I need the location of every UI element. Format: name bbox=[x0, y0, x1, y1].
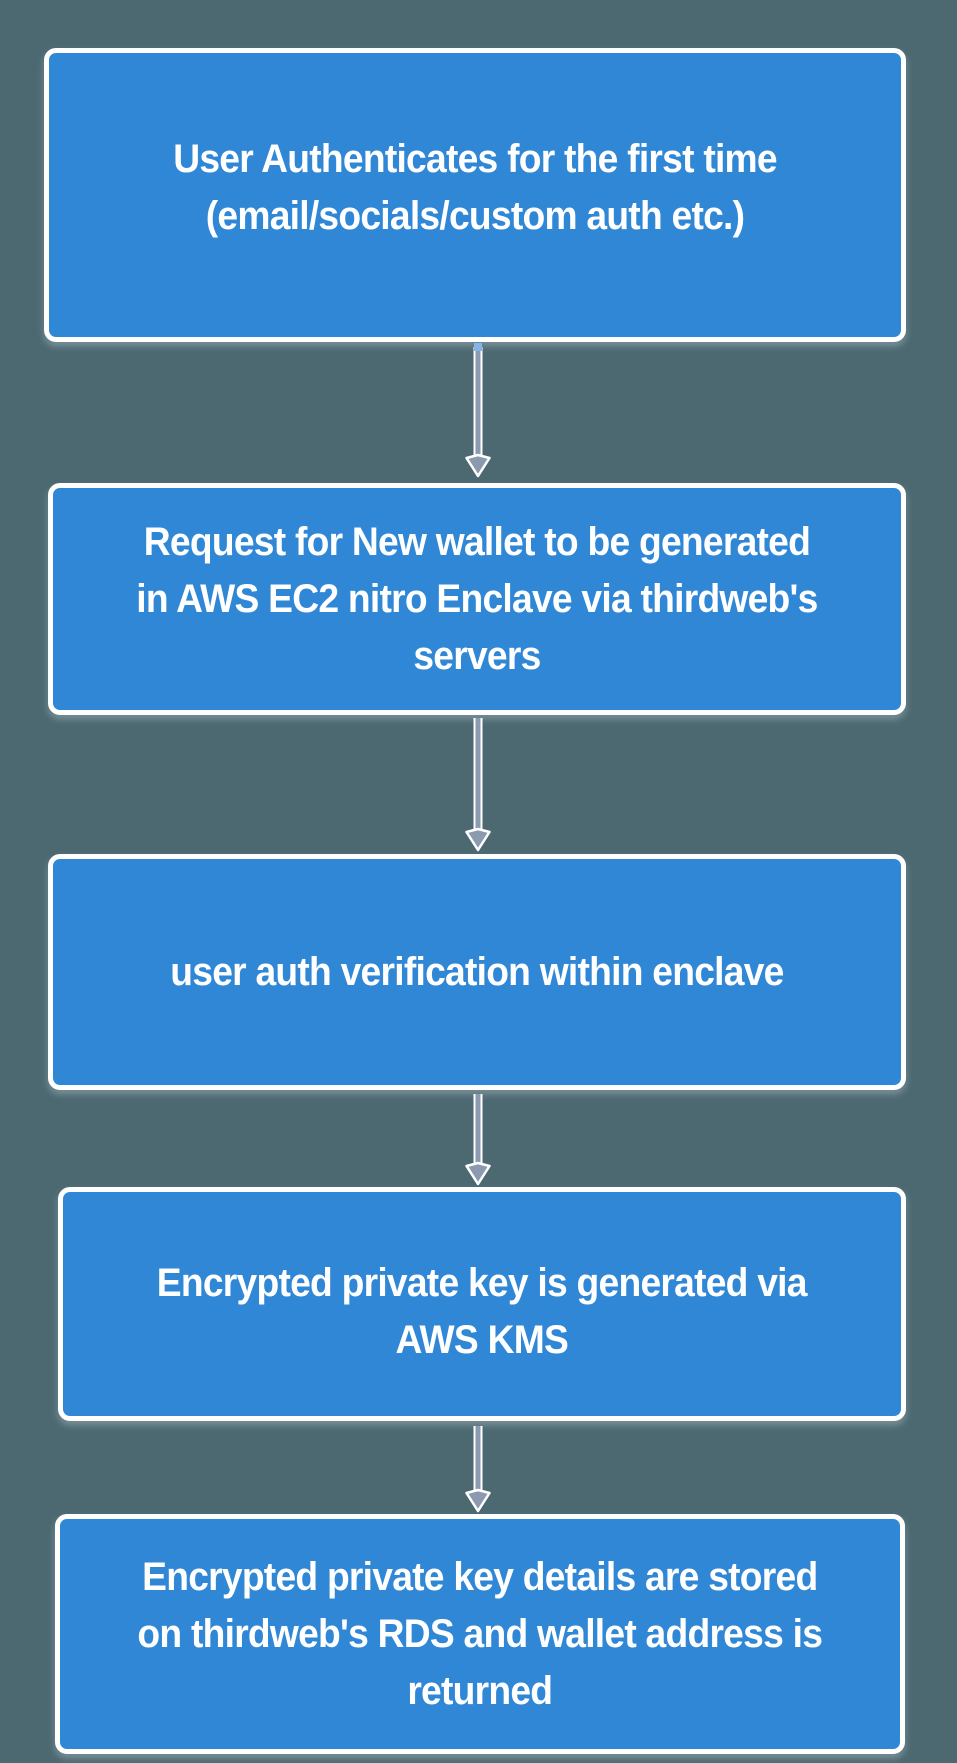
label-line: User Authenticates for the first time bbox=[173, 137, 777, 181]
label-line: in AWS EC2 nitro Enclave via thirdweb's bbox=[136, 576, 818, 621]
label-line: returned bbox=[407, 1668, 554, 1713]
flow-arrow-1 bbox=[463, 343, 493, 479]
label-line: user auth verification within enclave bbox=[170, 949, 784, 994]
arrow-down-icon bbox=[465, 1426, 491, 1513]
flow-node-label: Request for New wallet to be generated i… bbox=[67, 514, 887, 685]
flow-node-label: User Authenticates for the first time (e… bbox=[63, 131, 887, 245]
flow-arrow-4 bbox=[463, 1424, 493, 1514]
label-line: Request for New wallet to be generated bbox=[143, 519, 811, 564]
connector-endpoint-dot bbox=[474, 343, 482, 351]
label-line: AWS KMS bbox=[395, 1318, 569, 1362]
flow-node-request-new-wallet: Request for New wallet to be generated i… bbox=[48, 483, 906, 715]
label-line: on thirdweb's RDS and wallet address is bbox=[137, 1611, 823, 1656]
label-line: servers bbox=[413, 633, 541, 678]
flow-node-generate-encrypted-key: Encrypted private key is generated via A… bbox=[58, 1187, 906, 1421]
label-line: (email/socials/custom auth etc.) bbox=[205, 194, 745, 238]
arrow-down-icon bbox=[465, 718, 491, 852]
flow-node-user-authenticates: User Authenticates for the first time (e… bbox=[44, 48, 906, 342]
label-line: Encrypted private key is generated via bbox=[157, 1261, 808, 1305]
flow-node-label: Encrypted private key details are stored… bbox=[74, 1549, 886, 1720]
flow-node-label: Encrypted private key is generated via A… bbox=[77, 1255, 888, 1369]
flow-node-label: user auth verification within enclave bbox=[67, 944, 887, 1001]
flow-node-auth-verification: user auth verification within enclave bbox=[48, 854, 906, 1090]
arrow-down-icon bbox=[465, 347, 491, 478]
flow-arrow-2 bbox=[463, 716, 493, 853]
flow-node-store-key-details: Encrypted private key details are stored… bbox=[55, 1514, 905, 1754]
flow-arrow-3 bbox=[463, 1092, 493, 1187]
arrow-down-icon bbox=[465, 1094, 491, 1186]
label-line: Encrypted private key details are stored bbox=[142, 1554, 818, 1599]
